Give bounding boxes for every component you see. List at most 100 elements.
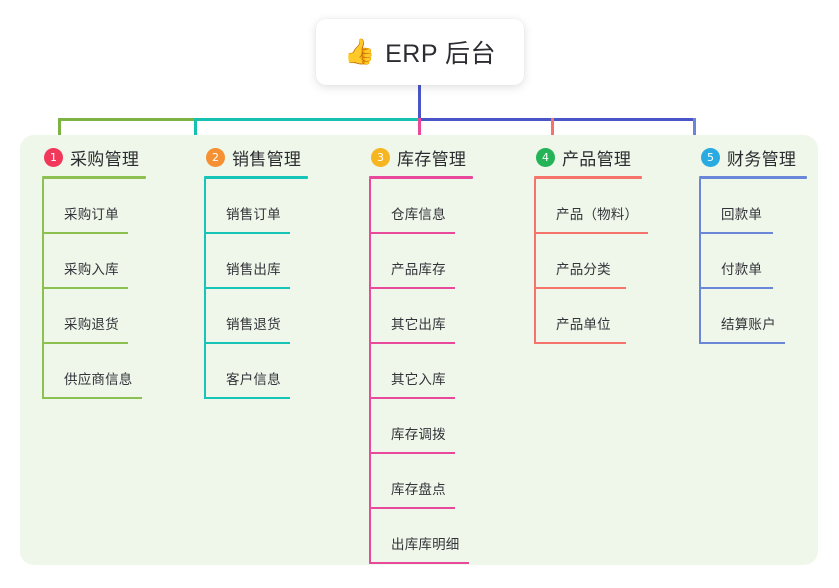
leaf-item-label: 其它入库 xyxy=(391,372,446,387)
leaf-item-rule xyxy=(204,397,290,399)
column-header-rule-2 xyxy=(204,176,308,179)
bus-segment-green xyxy=(58,118,197,121)
bus-segment-blue xyxy=(418,118,696,121)
leaf-item-label: 销售订单 xyxy=(226,207,281,222)
leaf-item-rule xyxy=(534,232,648,234)
leaf-item[interactable]: 其它出库 xyxy=(369,289,473,344)
leaf-item[interactable]: 库存盘点 xyxy=(369,454,473,509)
leaf-item[interactable]: 产品单位 xyxy=(534,289,642,344)
leaf-spine-5 xyxy=(699,179,701,344)
leaf-item-label: 销售退货 xyxy=(226,317,281,332)
column-header-4[interactable]: 4 产品管理 xyxy=(534,145,642,169)
leaf-item[interactable]: 产品库存 xyxy=(369,234,473,289)
column-badge-5: 5 xyxy=(701,147,720,167)
leaf-item[interactable]: 产品（物料） xyxy=(534,179,648,234)
leaf-spine-3 xyxy=(369,179,371,564)
column-4: 4 产品管理产品（物料） 产品分类产品单位 xyxy=(534,145,648,344)
leaf-item-label: 产品分类 xyxy=(556,262,611,277)
leaf-item-label: 供应商信息 xyxy=(64,372,133,387)
column-header-5[interactable]: 5 财务管理 xyxy=(699,145,807,169)
leaf-item-label: 付款单 xyxy=(721,262,763,277)
leaf-item-rule xyxy=(42,232,128,234)
leaf-item-label: 产品单位 xyxy=(556,317,611,332)
column-badge-3: 3 xyxy=(371,147,390,167)
drop-connector-4 xyxy=(551,118,554,146)
leaf-spine-4 xyxy=(534,179,536,344)
leaf-item-rule xyxy=(699,287,773,289)
leaf-item[interactable]: 回款单 xyxy=(699,179,807,234)
leaf-item-label: 销售出库 xyxy=(226,262,281,277)
leaf-item-label: 出库库明细 xyxy=(391,537,460,552)
leaf-item[interactable]: 销售出库 xyxy=(204,234,308,289)
leaf-item-rule xyxy=(534,287,626,289)
leaf-spine-1 xyxy=(42,179,44,399)
leaf-item-rule xyxy=(699,232,773,234)
leaf-list-2: 销售订单销售出库销售退货客户信息 xyxy=(204,179,308,399)
leaf-item[interactable]: 库存调拨 xyxy=(369,399,473,454)
root-node-title: ERP 后台 xyxy=(385,40,497,68)
leaf-list-1: 采购订单采购入库采购退货供应商信息 xyxy=(42,179,146,399)
leaf-item[interactable]: 供应商信息 xyxy=(42,344,146,399)
column-header-rule-4 xyxy=(534,176,642,179)
column-header-rule-3 xyxy=(369,176,473,179)
leaf-list-5: 回款单付款单结算账户 xyxy=(699,179,807,344)
leaf-item[interactable]: 付款单 xyxy=(699,234,807,289)
leaf-item-rule xyxy=(369,452,455,454)
column-1: 1 采购管理采购订单采购入库采购退货供应商信息 xyxy=(42,145,146,399)
bus-segment-teal xyxy=(194,118,420,121)
leaf-item-rule xyxy=(369,232,455,234)
column-header-3[interactable]: 3 库存管理 xyxy=(369,145,473,169)
leaf-item[interactable]: 产品分类 xyxy=(534,234,642,289)
column-3: 3 库存管理仓库信息产品库存其它出库其它入库库存调拨库存盘点出库库明细 xyxy=(369,145,473,564)
column-title-4: 产品管理 xyxy=(562,149,632,169)
column-5: 5 财务管理回款单付款单结算账户 xyxy=(699,145,807,344)
leaf-item[interactable]: 采购订单 xyxy=(42,179,146,234)
root-connector-stem xyxy=(418,85,421,120)
leaf-item[interactable]: 销售退货 xyxy=(204,289,308,344)
drop-connector-3 xyxy=(418,118,421,146)
leaf-item-rule xyxy=(204,342,290,344)
leaf-item-rule xyxy=(369,287,455,289)
column-title-5: 财务管理 xyxy=(727,149,797,169)
column-title-3: 库存管理 xyxy=(397,149,467,169)
leaf-item-label: 回款单 xyxy=(721,207,763,222)
leaf-item[interactable]: 采购退货 xyxy=(42,289,146,344)
leaf-item[interactable]: 仓库信息 xyxy=(369,179,473,234)
leaf-item-rule xyxy=(369,562,469,564)
drop-connector-5 xyxy=(693,118,696,146)
leaf-item-label: 客户信息 xyxy=(226,372,281,387)
leaf-item[interactable]: 客户信息 xyxy=(204,344,308,399)
leaf-item-rule xyxy=(42,342,128,344)
leaf-list-4: 产品（物料） 产品分类产品单位 xyxy=(534,179,648,344)
leaf-item-label: 库存盘点 xyxy=(391,482,446,497)
column-header-rule-1 xyxy=(42,176,146,179)
leaf-item-label: 采购入库 xyxy=(64,262,119,277)
leaf-item-label: 采购订单 xyxy=(64,207,119,222)
leaf-item-rule xyxy=(204,232,290,234)
column-title-2: 销售管理 xyxy=(232,149,302,169)
leaf-item[interactable]: 其它入库 xyxy=(369,344,473,399)
leaf-item-rule xyxy=(369,342,455,344)
leaf-spine-2 xyxy=(204,179,206,399)
leaf-item-label: 仓库信息 xyxy=(391,207,446,222)
leaf-item-rule xyxy=(369,397,455,399)
drop-connector-1 xyxy=(58,118,61,146)
root-node-card[interactable]: 👍 ERP 后台 xyxy=(316,19,524,85)
leaf-item[interactable]: 采购入库 xyxy=(42,234,146,289)
leaf-item[interactable]: 结算账户 xyxy=(699,289,807,344)
leaf-item-label: 其它出库 xyxy=(391,317,446,332)
leaf-item-rule xyxy=(369,507,455,509)
leaf-item[interactable]: 销售订单 xyxy=(204,179,308,234)
column-header-1[interactable]: 1 采购管理 xyxy=(42,145,146,169)
column-title-1: 采购管理 xyxy=(70,149,140,169)
leaf-item-rule xyxy=(42,397,142,399)
leaf-item-label: 产品（物料） xyxy=(556,207,639,222)
column-badge-4: 4 xyxy=(536,147,555,167)
leaf-item[interactable]: 出库库明细 xyxy=(369,509,473,564)
leaf-list-3: 仓库信息产品库存其它出库其它入库库存调拨库存盘点出库库明细 xyxy=(369,179,473,564)
column-badge-1: 1 xyxy=(44,147,63,167)
leaf-item-label: 采购退货 xyxy=(64,317,119,332)
leaf-item-rule xyxy=(699,342,785,344)
